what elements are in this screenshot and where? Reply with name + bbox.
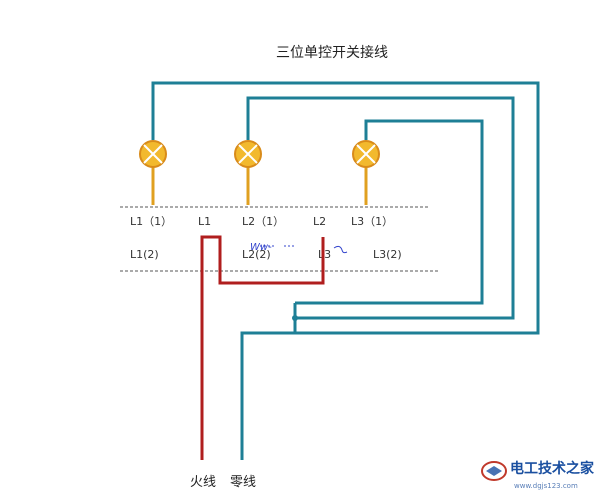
terminal-l1-2: L1(2)	[130, 248, 159, 261]
lamp-3	[352, 140, 380, 168]
watermark-logo-icon	[481, 461, 507, 481]
terminal-l1-1: L1（1）	[130, 215, 172, 228]
terminal-l2: L2	[313, 215, 326, 228]
terminal-l3-1: L3（1）	[351, 215, 393, 228]
neutral-wire-label: 零线	[230, 475, 256, 490]
lamp3-neutral-wire	[295, 119, 484, 305]
lamp2-neutral-wire	[246, 96, 515, 320]
junction-dot	[292, 315, 298, 321]
lamp-2	[234, 140, 262, 168]
terminal-l2-1: L2（1）	[242, 215, 284, 228]
handwritten-scribble	[333, 245, 348, 254]
live-wires	[200, 235, 325, 460]
lamp1-neutral-wire	[151, 81, 540, 335]
neutral-main-wire	[240, 303, 297, 460]
watermark-url: www.dgjs123.com	[514, 482, 578, 490]
watermark-name: 电工技术之家	[510, 460, 595, 477]
terminal-l2-2: L2(2)	[242, 248, 271, 261]
live-main-wire	[200, 235, 214, 460]
terminal-l3: L3	[318, 248, 331, 261]
watermark: 电工技术之家 www.dgjs123.com	[481, 460, 595, 490]
live-bridge-wire	[208, 235, 325, 285]
diagram-title: 三位单控开关接线	[276, 44, 388, 61]
fire-wire-label: 火线	[190, 475, 216, 490]
lamp-stems	[151, 167, 368, 205]
terminal-l1: L1	[198, 215, 211, 228]
handwritten-note: Ww-	[250, 242, 272, 253]
lamp-1	[139, 140, 167, 168]
terminal-l3-2: L3(2)	[373, 248, 402, 261]
